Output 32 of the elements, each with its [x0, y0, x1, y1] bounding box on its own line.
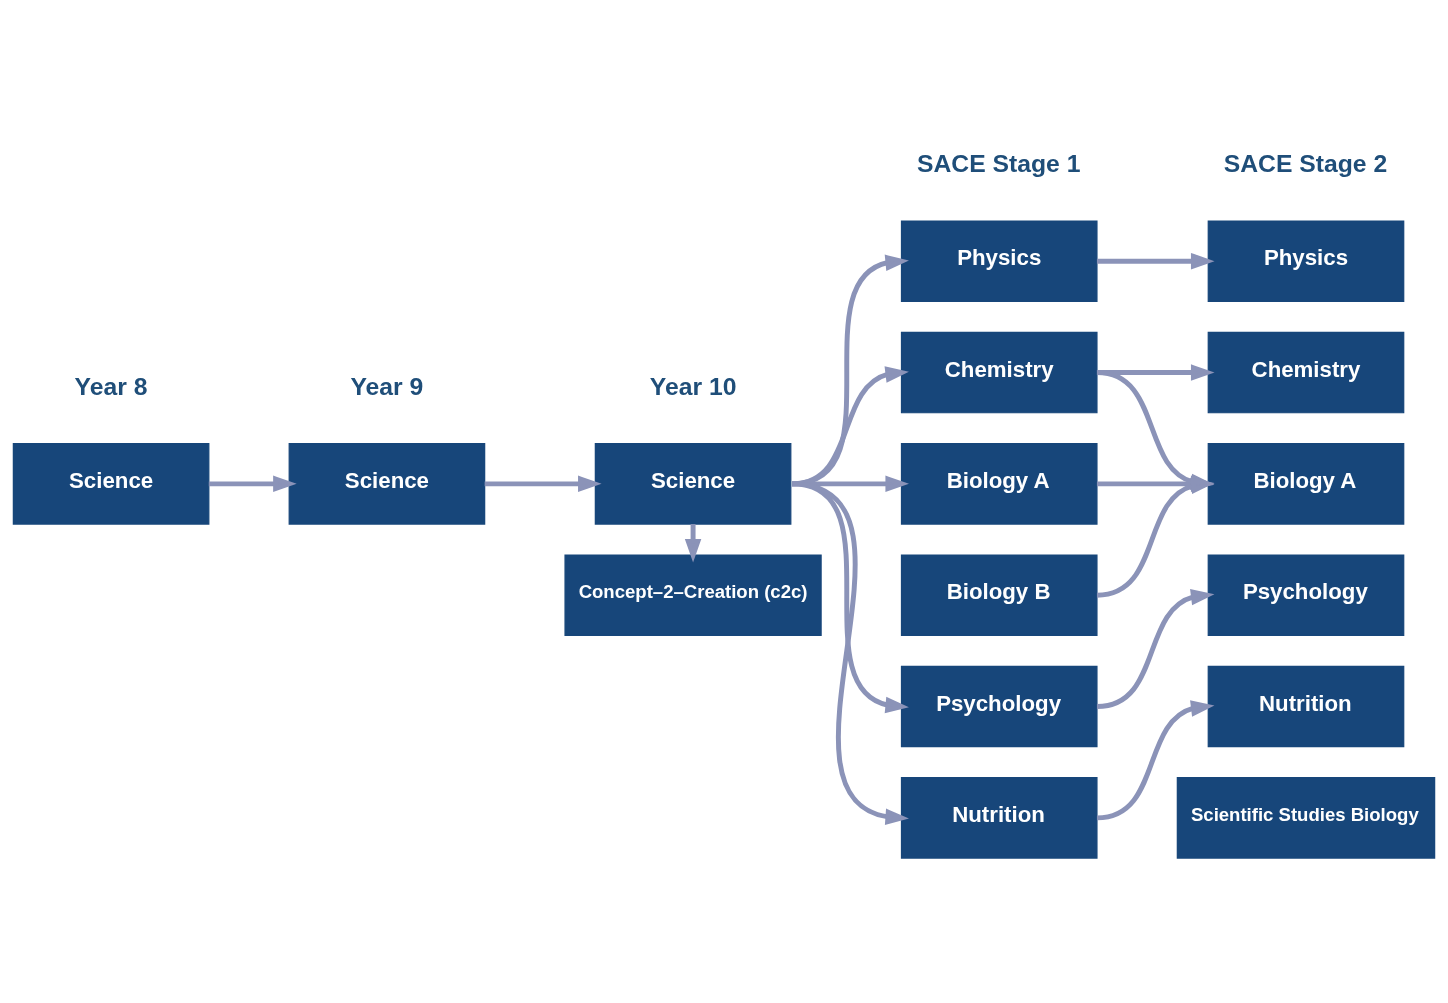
arrow: [208, 475, 297, 493]
arrow: [684, 524, 702, 563]
label: Year 10: [649, 372, 737, 400]
arrow: [1096, 588, 1215, 709]
arrow: [791, 481, 909, 825]
node-box: Psychology: [900, 665, 1098, 748]
arrow: [484, 475, 602, 493]
arrow: [791, 254, 909, 487]
node-box: Nutrition: [1207, 665, 1405, 748]
node-box: Concept–2–Creation (c2c): [564, 554, 822, 636]
node-box: Physics: [1207, 220, 1405, 303]
label: SACE Stage 2: [1223, 150, 1388, 178]
node-box: Physics: [900, 220, 1098, 303]
node-box: Nutrition: [900, 777, 1098, 859]
node-box: Chemistry: [900, 331, 1098, 414]
arrow: [791, 481, 909, 714]
node-box: Science: [594, 443, 792, 525]
node-box: Science: [288, 443, 486, 525]
node-box: Science: [12, 443, 210, 525]
label: Year 8: [74, 372, 148, 400]
node-box: Biology A: [1207, 443, 1405, 525]
node-box: Biology B: [900, 554, 1098, 636]
label: Year 9: [350, 372, 424, 400]
arrow: [1096, 700, 1215, 821]
label: SACE Stage 1: [916, 150, 1081, 178]
arrow: [1096, 252, 1215, 270]
node-box: Biology A: [900, 443, 1098, 525]
node-box: Chemistry: [1207, 331, 1405, 414]
arrow: [792, 475, 909, 493]
node-box: Scientific Studies Biology: [1176, 777, 1436, 859]
node-box: Psychology: [1207, 554, 1405, 636]
arrow: [791, 366, 909, 487]
